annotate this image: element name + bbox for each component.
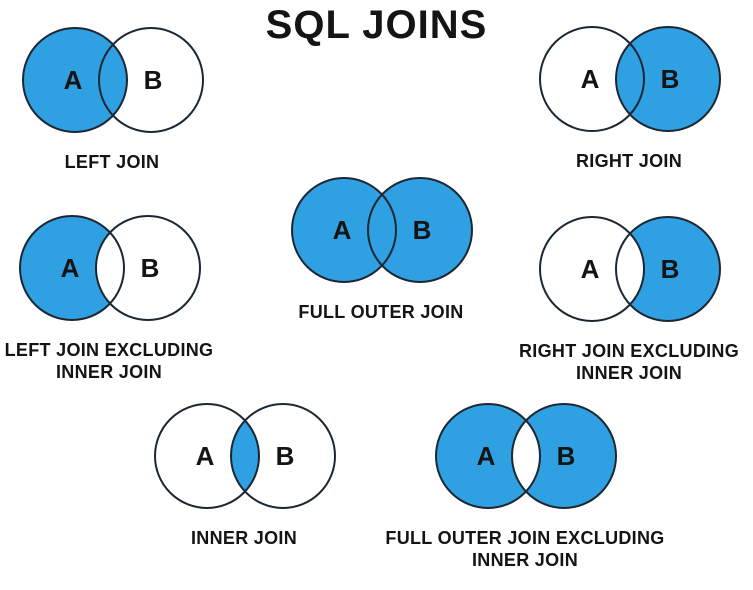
set-a-label: A [333,215,352,245]
circle-b-outline [367,177,473,283]
circle-a-region [540,217,644,321]
circle-a-region [23,28,127,132]
circle-a-region [20,216,124,320]
circle-b-outline [230,403,336,509]
set-b-label: B [661,254,680,284]
join-label: INNER JOIN [191,527,297,549]
circle-a-outline [22,27,128,133]
set-a-label: A [581,254,600,284]
circle-a-region [436,404,540,508]
join-label-line: INNER JOIN [471,550,579,570]
join-label-line: RIGHT JOIN EXCLUDING [519,341,740,361]
set-b-label: B [557,441,576,471]
circle-a-outline [154,403,260,509]
circle-a-region [540,27,644,131]
join-label: RIGHT JOIN [576,150,682,172]
page-title: SQL JOINS [265,3,488,47]
join-label: LEFT JOIN [65,151,160,173]
set-b-label: B [413,215,432,245]
circle-a-region [292,178,396,282]
set-a-label: A [581,64,600,94]
circle-b-outline [615,26,721,132]
circle-a-outline [539,26,645,132]
circle-a-outline [539,216,645,322]
set-a-label: A [61,253,80,283]
circle-a-outline [19,215,125,321]
circle-a-outline [291,177,397,283]
circle-b-region [368,178,472,282]
circle-b-region [616,217,720,321]
join-label-line: FULL OUTER JOIN [298,302,464,322]
join-label-line: INNER JOIN [55,362,163,382]
set-b-label: B [144,65,163,95]
circle-b-region [616,27,720,131]
join-label-line: FULL OUTER JOIN EXCLUDING [385,528,665,548]
set-b-label: B [276,441,295,471]
join-label-line: INNER JOIN [575,363,683,383]
circle-b-region [99,28,203,132]
join-label-line: LEFT JOIN [64,152,160,172]
join-label: FULL OUTER JOIN [298,301,463,323]
circle-b-region [96,216,200,320]
join-label-line: INNER JOIN [190,528,298,548]
circle-b-outline [511,403,617,509]
circle-b-outline [615,216,721,322]
join-label-line: LEFT JOIN EXCLUDING [4,340,214,360]
set-b-label: B [661,64,680,94]
circle-b-region [231,404,335,508]
circle-a-region [155,404,259,508]
set-a-label: A [196,441,215,471]
circle-b-region [512,404,616,508]
set-b-label: B [141,253,160,283]
set-a-label: A [477,441,496,471]
set-a-label: A [64,65,83,95]
circle-b-outline [98,27,204,133]
circle-a-outline [435,403,541,509]
circle-b-outline [95,215,201,321]
join-label-line: RIGHT JOIN [575,151,682,171]
